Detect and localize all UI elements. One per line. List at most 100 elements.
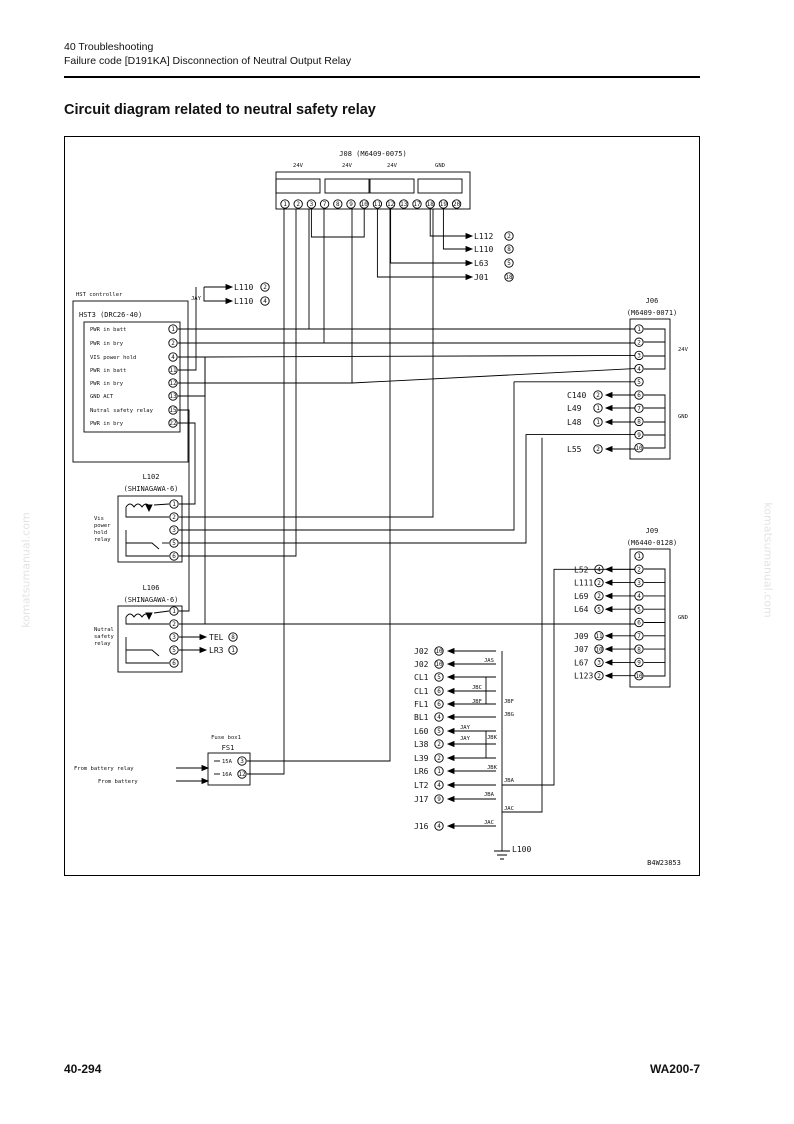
arrow-head [604, 645, 613, 653]
hst-signal-name: PWR in batt [90, 327, 126, 333]
wire-j08-link [310, 209, 365, 238]
j08-group-label: 24V [342, 163, 353, 169]
j08-group-box [417, 178, 463, 194]
j06-pin [634, 337, 644, 347]
j08-output-pin [504, 244, 514, 254]
j09-pin [634, 657, 644, 668]
hst-pin [168, 405, 178, 415]
l102-coil-wire [153, 503, 170, 506]
header-section: 40 Troubleshooting [64, 41, 154, 53]
j09-left-name: L69 [574, 592, 589, 601]
pin-number: 6 [637, 620, 641, 627]
pin-number: 10 [361, 201, 369, 208]
j08-pin [333, 199, 343, 209]
pin-number: 17 [413, 201, 421, 208]
arrow-head [604, 404, 613, 412]
jay-output-pin [260, 282, 270, 292]
hst-label: HST3 (DRC26-40) [79, 311, 142, 319]
arrow-head [465, 232, 474, 240]
l106-pin [169, 658, 179, 668]
splice-label: JAC [484, 820, 494, 826]
pin-number: 3 [597, 660, 601, 667]
pin-number: 10 [595, 646, 603, 653]
arrow-head [446, 767, 455, 775]
wire-jay [203, 287, 226, 302]
coil-symbol [125, 503, 151, 508]
arrow-head [604, 632, 613, 639]
pin-number: 22 [169, 420, 177, 427]
hst-pin [168, 418, 178, 428]
j06-gnd-bus [644, 394, 666, 449]
pin-number: 5 [172, 540, 176, 547]
splice-label: JAY [460, 736, 471, 742]
j09-left-pin [594, 671, 604, 681]
arrow-head [446, 673, 455, 681]
pin-number: 2 [437, 741, 441, 748]
pin-number: 2 [263, 284, 267, 291]
j09-pin [634, 604, 644, 614]
j06-pin [634, 363, 644, 374]
pin-number: 2 [596, 446, 600, 453]
ground-bus-pin [434, 766, 444, 776]
jay-output-name: L110 [234, 283, 253, 292]
j09-left-name: L67 [574, 658, 589, 667]
j06-gnd-label: GND [678, 414, 688, 420]
wire-l102-6 [179, 209, 297, 557]
pin-number: 18 [505, 274, 513, 281]
j08-pin [319, 199, 330, 209]
arrow-head [225, 297, 234, 305]
splice-label: JAS [484, 658, 494, 664]
watermark-left: komatsumanual.com [19, 512, 33, 628]
arrow-head [446, 647, 455, 655]
pin-number: 5 [437, 728, 441, 735]
l102-side-label: relay [94, 537, 111, 543]
ground-bus-pin [434, 646, 444, 656]
components [72, 171, 671, 860]
splice-label: JBA [504, 778, 515, 784]
splice-label: JBK [487, 735, 498, 741]
ground-bus-pin [434, 686, 444, 696]
j06-left-pin [593, 390, 603, 400]
j09-pin [634, 631, 644, 641]
j08-pin [372, 199, 383, 209]
l106-side-label: Nutral [94, 627, 114, 633]
wire-j06-3 [204, 354, 636, 358]
j09-left-pin [594, 631, 604, 641]
pin-number: 11 [595, 633, 603, 640]
splice-label: JBA [484, 792, 495, 798]
splice-label: JBF [504, 699, 514, 705]
pin-number: 15 [169, 407, 177, 414]
pin-number: 2 [597, 580, 601, 587]
pin-number: 5 [637, 606, 641, 613]
pin-number: 2 [596, 392, 600, 399]
j09-pin [634, 551, 644, 561]
j06-pin [634, 377, 644, 387]
ground-bus-pin [434, 659, 444, 669]
j09-pin [634, 617, 644, 628]
j06-pin [634, 403, 644, 413]
j08-pin [280, 199, 290, 209]
splice-label: JBF [472, 699, 482, 705]
wire-l102-3 [179, 381, 515, 531]
j08-pin [306, 199, 317, 209]
pin-number: 7 [637, 405, 641, 412]
pin-number: 2 [597, 593, 601, 600]
arrow-head [446, 700, 455, 708]
pin-number: 2 [437, 755, 441, 762]
j09-pin [634, 591, 644, 601]
arrow-head [604, 606, 613, 613]
pin-number: 7 [323, 201, 327, 208]
arrow-head [604, 672, 613, 679]
j09-left-name: L64 [574, 605, 589, 614]
ground-bus-name: L38 [414, 740, 429, 749]
splice-label: JAC [504, 806, 514, 812]
j09-left-pin [594, 564, 604, 574]
hst-signal-name: GND ACT [90, 394, 114, 400]
hst-signal-name: Nutral safety relay [90, 408, 154, 414]
ground-bus-name: J02 [414, 660, 429, 669]
l106-part: (SHINAGAWA-6) [124, 596, 179, 604]
arrow-head [604, 592, 613, 600]
wire-hst-15 [178, 409, 190, 612]
arrow-head [604, 445, 613, 453]
wires [125, 209, 666, 851]
